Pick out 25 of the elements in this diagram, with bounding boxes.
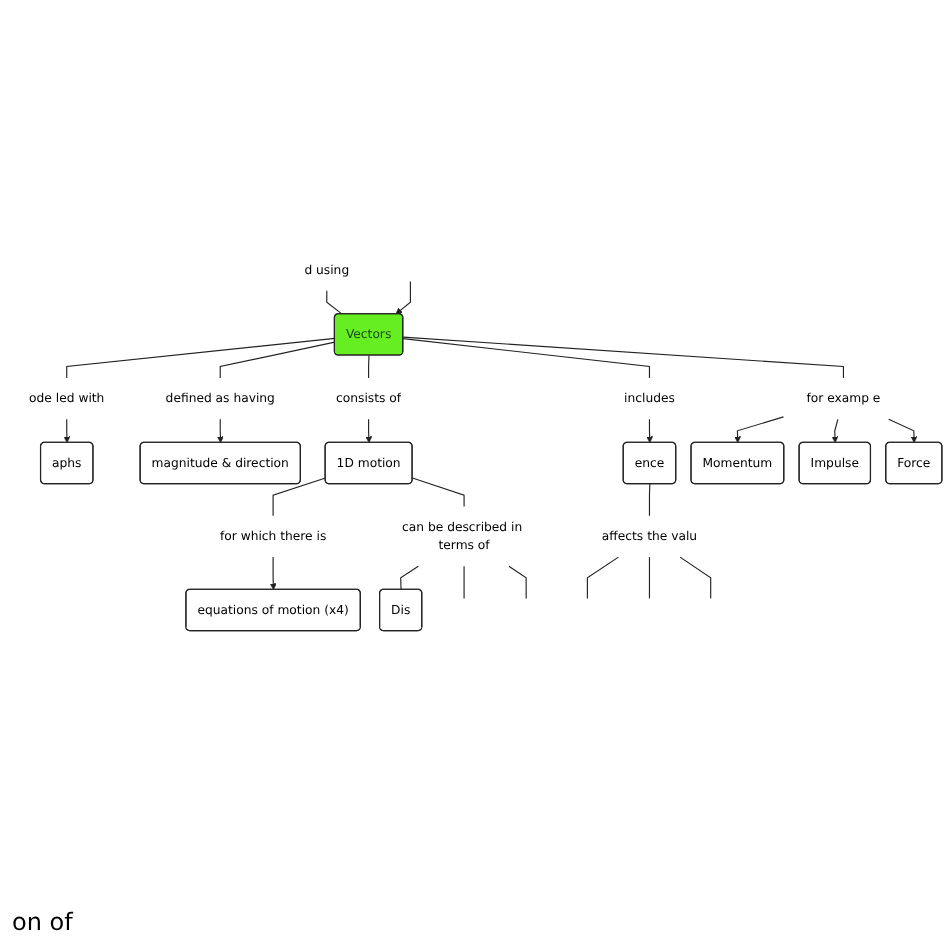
connector [508, 565, 527, 600]
arrow [888, 418, 918, 443]
connector [586, 556, 619, 600]
connector [463, 565, 465, 600]
connector [272, 477, 327, 517]
connector [326, 290, 343, 315]
arrow [217, 418, 224, 443]
arrow [646, 418, 653, 443]
arrow [269, 556, 277, 590]
note-text: on of [12, 908, 73, 936]
connector [66, 337, 336, 379]
arrow [831, 418, 839, 443]
arrow [365, 418, 373, 443]
arrow [395, 280, 411, 315]
connector [648, 556, 651, 600]
arrow [63, 418, 71, 443]
connector [679, 556, 712, 600]
connector [368, 354, 370, 379]
connector [411, 477, 465, 508]
connector [648, 483, 651, 517]
connector [400, 565, 419, 591]
connector [402, 336, 844, 379]
connector [402, 338, 651, 379]
arrow [734, 416, 785, 443]
connector [219, 341, 336, 379]
